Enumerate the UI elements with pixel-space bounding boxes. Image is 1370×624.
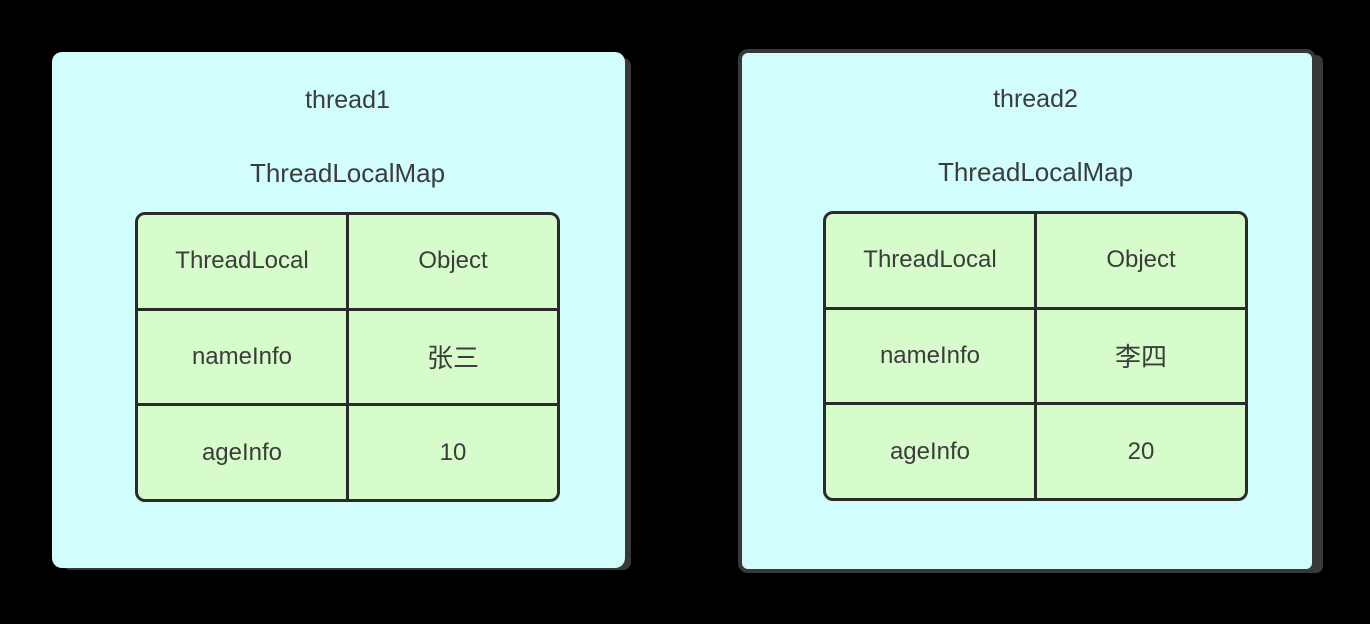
table-cell: nameInfo (826, 309, 1034, 403)
threadlocalmap-table: ThreadLocal Object nameInfo 张三 ageInfo 1… (135, 212, 560, 502)
thread-box-1-content: thread1 ThreadLocalMap ThreadLocal Objec… (135, 52, 560, 502)
threadlocalmap-table: ThreadLocal Object nameInfo 李四 ageInfo 2… (823, 211, 1248, 501)
table-cell: ageInfo (826, 405, 1034, 498)
table-header-cell: Object (349, 215, 557, 308)
table-cell: ageInfo (138, 406, 346, 499)
table-cell: 10 (349, 406, 557, 499)
threadlocalmap-title: ThreadLocalMap (937, 157, 1134, 187)
thread-box-2-content: thread2 ThreadLocalMap ThreadLocal Objec… (823, 53, 1248, 501)
table-header-cell: ThreadLocal (826, 214, 1034, 307)
table-cell: 李四 (1037, 309, 1245, 403)
table-cell: 20 (1037, 405, 1245, 498)
thread-box-2: thread2 ThreadLocalMap ThreadLocal Objec… (738, 49, 1316, 573)
thread-title: thread2 (993, 85, 1078, 113)
thread-box-1: thread1 ThreadLocalMap ThreadLocal Objec… (52, 52, 625, 568)
table-cell: 张三 (349, 310, 557, 404)
threadlocalmap-title: ThreadLocalMap (249, 158, 446, 188)
thread-title: thread1 (305, 86, 390, 114)
table-header-cell: Object (1037, 214, 1245, 307)
table-header-cell: ThreadLocal (138, 215, 346, 308)
table-cell: nameInfo (138, 310, 346, 404)
